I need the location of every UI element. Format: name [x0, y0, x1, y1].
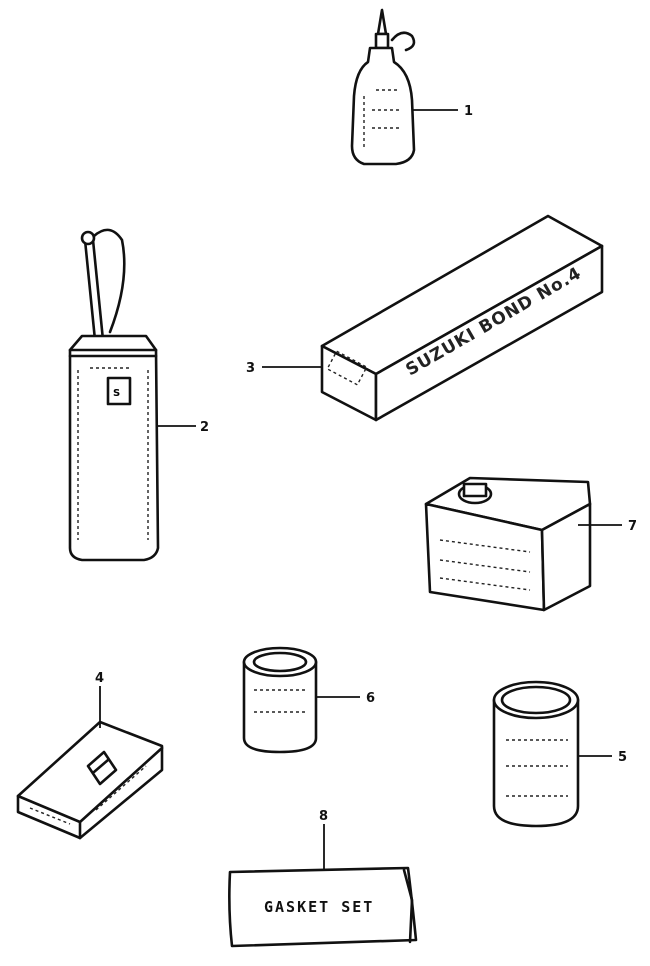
callout-7: 7 [628, 519, 637, 534]
part-4-tool-pouch: 4 [16, 671, 164, 840]
callout-2: 2 [200, 420, 209, 435]
gasket-set-label: GASKET SET [264, 898, 374, 916]
callout-6: 6 [366, 691, 375, 706]
callout-1: 1 [464, 104, 473, 119]
part-1-bottle: 1 [350, 8, 473, 166]
part-7-tin: 7 [424, 476, 637, 612]
suzuki-logo-icon [86, 750, 118, 786]
callout-4: 4 [95, 671, 104, 686]
part-2-tall-can: S 2 [68, 228, 209, 562]
callout-3: 3 [246, 361, 255, 376]
part-6-small-can: 6 [242, 646, 375, 754]
can-logo-icon: S [113, 388, 120, 399]
part-3-bond-box: SUZUKI BOND No.4 3 [246, 214, 604, 422]
part-8-gasket-set: GASKET SET 8 [228, 809, 418, 948]
callout-5: 5 [618, 750, 627, 765]
part-5-round-can: 5 [492, 680, 627, 828]
callout-8: 8 [319, 809, 328, 824]
